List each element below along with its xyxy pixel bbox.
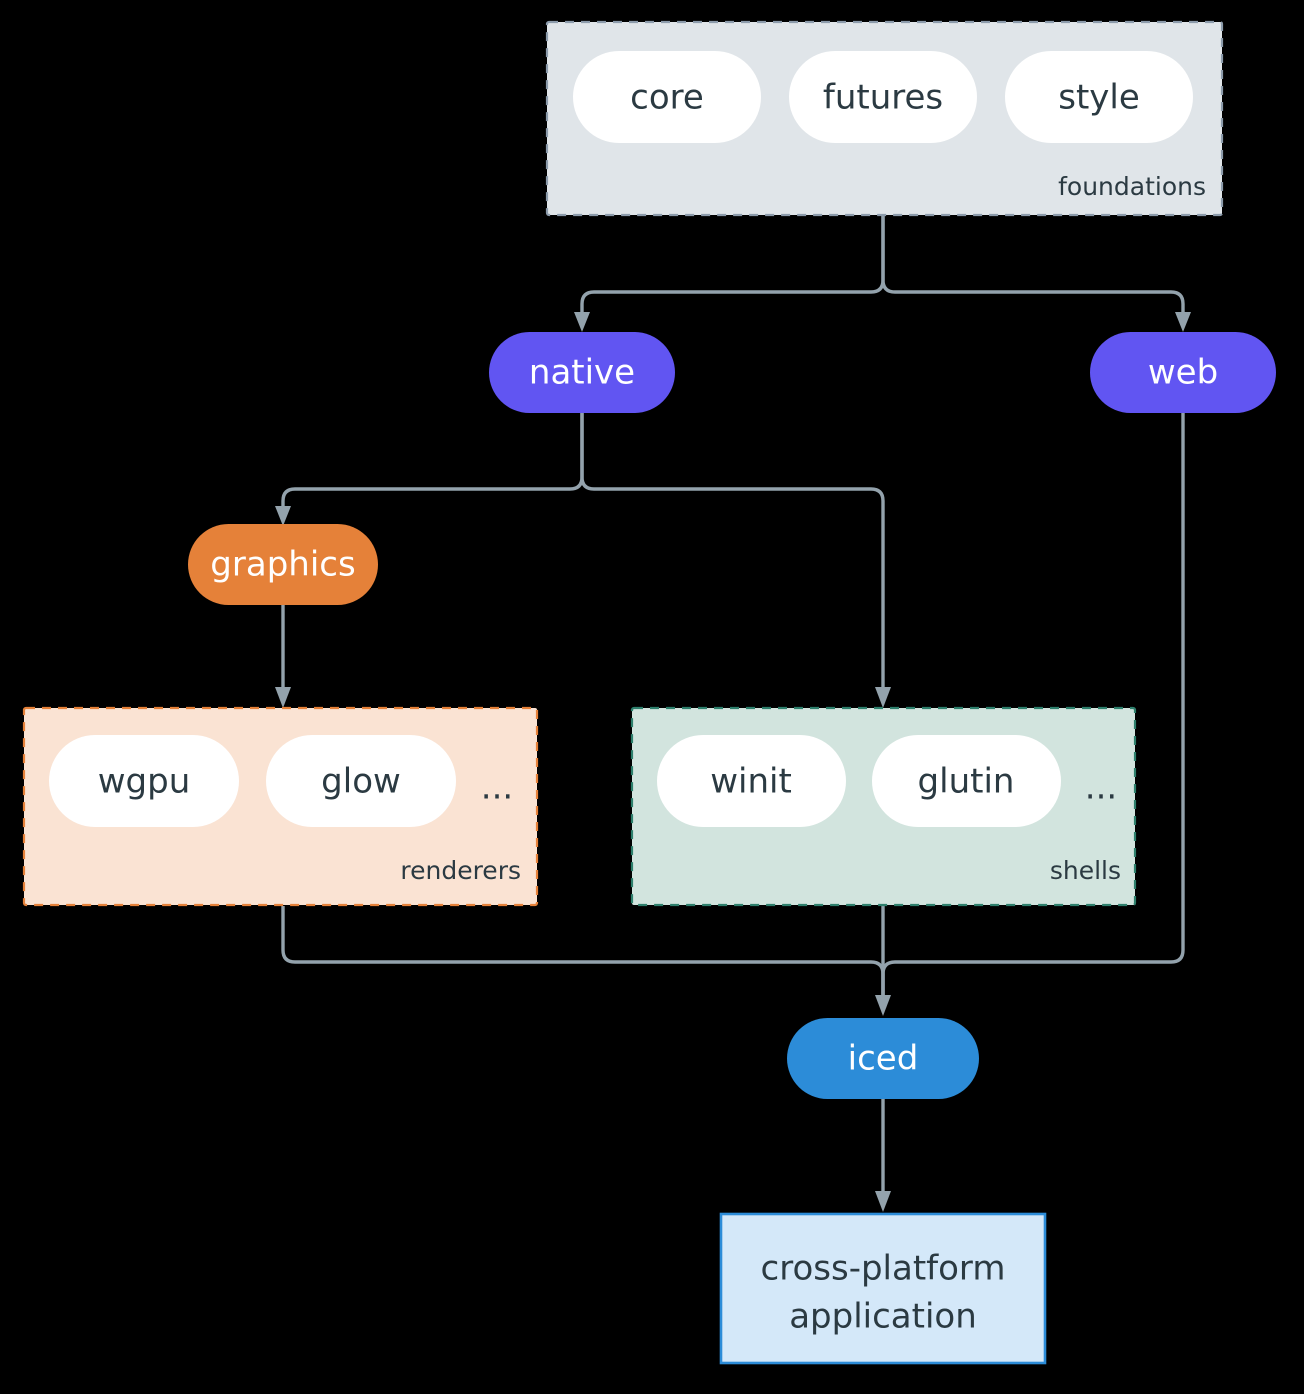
edge-renderers-iced <box>281 906 885 1000</box>
edge-web-iced <box>881 413 1185 1000</box>
node-native-label: native <box>529 353 635 393</box>
leaf-futures[interactable]: futures <box>789 51 977 143</box>
node-graphics-label: graphics <box>210 545 355 585</box>
edge-native-graphics <box>275 413 584 526</box>
leaf-glow-pill <box>266 735 456 827</box>
leaf-glutin-label: glutin <box>918 762 1015 802</box>
leaf-wgpu-label: wgpu <box>98 762 191 802</box>
edge-foundations-native <box>574 216 885 332</box>
leaf-winit-label: winit <box>710 762 792 802</box>
edge-native-shells <box>580 413 891 708</box>
node-application-line2: application <box>789 1297 977 1337</box>
leaf-winit[interactable]: winit <box>657 735 846 827</box>
node-graphics[interactable]: graphics <box>188 524 378 605</box>
arrow-head-icon <box>875 1191 891 1212</box>
leaf-glutin-pill <box>872 735 1061 827</box>
leaf-core[interactable]: core <box>573 51 761 143</box>
cluster-foundations[interactable]: core futures style foundations <box>545 20 1224 217</box>
leaf-style[interactable]: style <box>1005 51 1193 143</box>
arrow-head-icon <box>275 506 291 526</box>
arrow-head-icon <box>275 687 291 708</box>
leaf-style-pill <box>1005 51 1193 143</box>
node-native[interactable]: native <box>489 332 675 413</box>
shells-ellipsis-label: ... <box>1085 768 1117 808</box>
edge-foundations-web <box>881 216 1191 332</box>
cluster-shells[interactable]: winit glutin ... shells <box>630 706 1137 907</box>
arrow-head-icon <box>574 312 590 332</box>
renderers-ellipsis-label: ... <box>481 768 513 808</box>
node-iced-shape <box>787 1018 979 1099</box>
cluster-renderers[interactable]: wgpu glow ... renderers <box>22 706 539 907</box>
arrow-head-icon <box>875 687 891 708</box>
leaf-wgpu[interactable]: wgpu <box>49 735 239 827</box>
node-web-label: web <box>1148 353 1218 393</box>
leaf-wgpu-pill <box>49 735 239 827</box>
arrow-head-icon <box>875 995 891 1016</box>
node-web-shape <box>1090 332 1276 413</box>
edge-layer <box>275 216 1191 1212</box>
leaf-futures-label: futures <box>823 78 943 118</box>
node-iced-label: iced <box>848 1039 919 1079</box>
node-web[interactable]: web <box>1090 332 1276 413</box>
leaf-winit-pill <box>657 735 846 827</box>
node-native-shape <box>489 332 675 413</box>
leaf-core-label: core <box>630 78 704 118</box>
leaf-core-pill <box>573 51 761 143</box>
leaf-glow[interactable]: glow <box>266 735 456 827</box>
leaf-glutin[interactable]: glutin <box>872 735 1061 827</box>
cluster-shells-label: shells <box>1050 856 1121 885</box>
leaf-style-label: style <box>1058 78 1140 118</box>
leaf-futures-pill <box>789 51 977 143</box>
arrow-head-icon <box>1175 312 1191 332</box>
node-application-box <box>719 1212 1047 1365</box>
node-application-line1: cross-platform <box>761 1249 1006 1289</box>
leaf-glow-label: glow <box>321 762 401 802</box>
node-iced[interactable]: iced <box>787 1018 979 1099</box>
cluster-renderers-label: renderers <box>400 856 521 885</box>
cluster-foundations-label: foundations <box>1058 172 1206 201</box>
node-application[interactable]: cross-platform application <box>719 1212 1047 1365</box>
edge-iced-application <box>875 1099 891 1212</box>
node-graphics-shape <box>188 524 378 605</box>
edge-graphics-renderers <box>275 605 291 708</box>
